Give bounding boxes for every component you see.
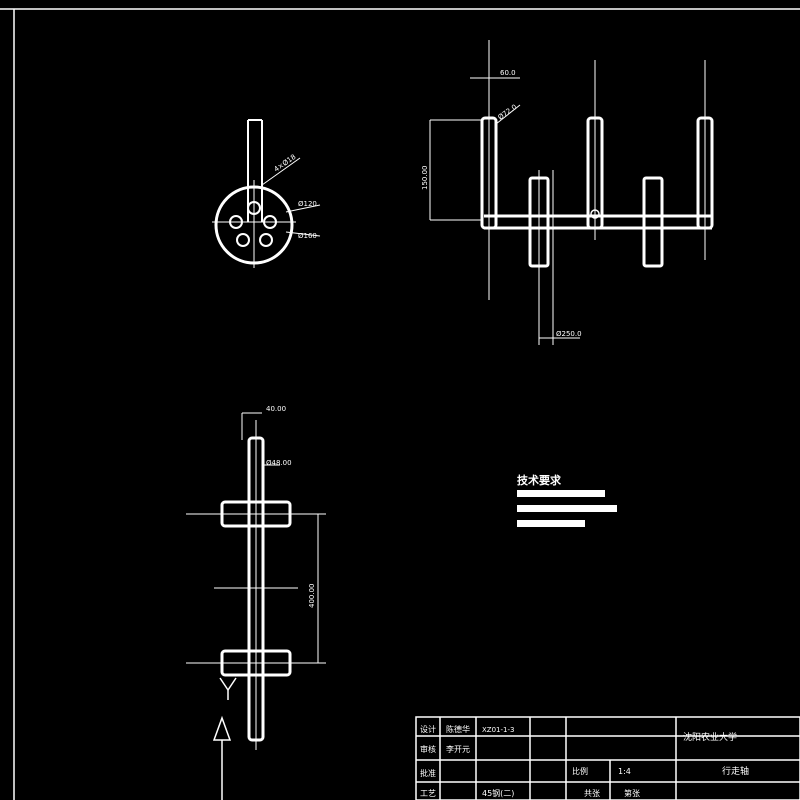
title-scale-label: 比例 [572, 766, 588, 776]
title-row-approve: 批准 [420, 768, 436, 778]
title-scale-value: 1:4 [618, 767, 631, 776]
title-drawing-no: XZ01-1-3 [482, 726, 514, 734]
tech-req-title: 技术要求 [517, 473, 562, 487]
title-sheet-b: 第张 [624, 788, 640, 798]
side-view-label-3: Ø160 [298, 232, 317, 240]
title-row-design: 设计 [420, 724, 436, 734]
title-row-process: 工艺 [420, 789, 436, 798]
title-part-name: 行走轴 [722, 765, 749, 777]
dim-top-height: 150.00 [421, 166, 429, 191]
dim-top-dia: Ø72.0 [497, 103, 519, 122]
title-sheet-a: 共张 [584, 789, 600, 798]
title-design-name: 陈德华 [446, 724, 470, 734]
dim-bottom-dia: Ø48.00 [266, 459, 292, 467]
dim-bottom-width: 40.00 [266, 405, 286, 413]
side-view [212, 119, 321, 268]
dim-top-bottom: Ø250.0 [556, 330, 582, 338]
sheet-frame [0, 8, 800, 800]
front-view [429, 40, 714, 345]
plan-view [186, 412, 326, 800]
title-row-review: 审核 [420, 744, 436, 754]
title-school: 沈阳农业大学 [683, 731, 737, 743]
tech-req-lines [517, 490, 617, 527]
dim-bottom-span: 400.00 [308, 584, 316, 609]
title-block [415, 716, 800, 800]
dim-top-width: 60.0 [500, 69, 516, 77]
side-view-label-2: Ø120 [298, 200, 317, 208]
title-review-name: 李开元 [446, 744, 470, 754]
title-material: 45钢(二) [482, 788, 514, 798]
side-view-label-1: 4×Ø18 [273, 153, 298, 174]
